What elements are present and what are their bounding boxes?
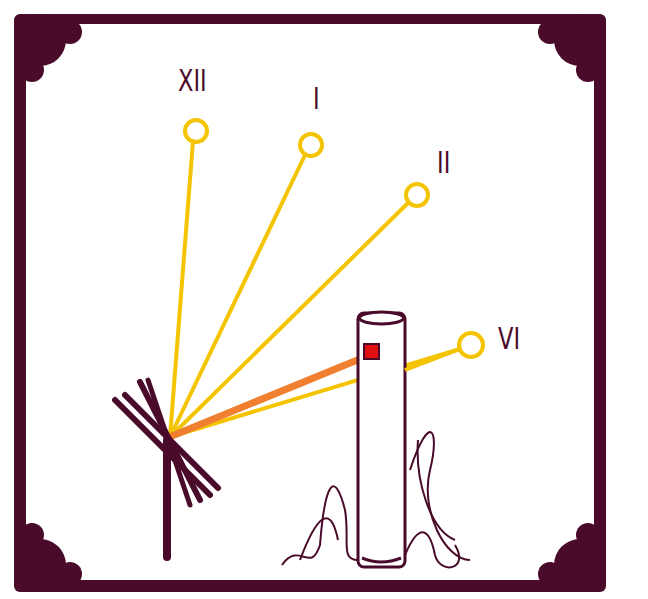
hour-label: VI — [498, 324, 520, 354]
hour-label: II — [437, 148, 450, 178]
hour-label: I — [313, 84, 320, 114]
hour-label: XII — [178, 66, 207, 96]
